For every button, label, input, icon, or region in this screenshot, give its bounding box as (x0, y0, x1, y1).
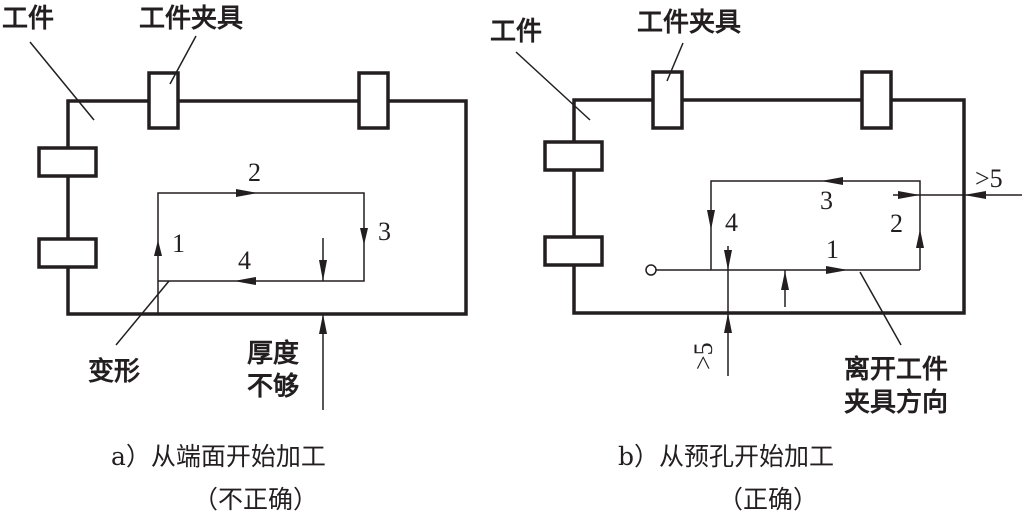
dim-right-arrow-out-b (964, 191, 986, 199)
dim-bottom-arrow-up-b (724, 313, 732, 333)
arrow-path1-b (826, 266, 848, 274)
fixture-left-lower-b (543, 235, 604, 267)
leader-deform-a (115, 280, 170, 346)
fixture-left-upper-b (543, 140, 604, 172)
path-number-2-a: 2 (248, 158, 261, 187)
leader-workpiece-b (515, 51, 591, 121)
label-thickness-line2: 不够 (247, 372, 299, 402)
label-direction-line2: 夹具方向 (844, 387, 948, 418)
label-thickness-line1: 厚度 (247, 338, 299, 369)
fixture-left-upper-a (37, 146, 98, 178)
tool-path-a (157, 192, 365, 314)
leader-fixture-b (666, 42, 684, 82)
label-fixture-b: 工件夹具 (637, 8, 741, 38)
arrow-path2-a (236, 189, 258, 197)
dim-right-arrow-in-b (898, 191, 920, 199)
leader-fixture-a (169, 35, 197, 85)
path-number-1-a: 1 (172, 229, 185, 258)
fixture-top-left-b (651, 70, 684, 130)
path-number-4-a: 4 (238, 246, 251, 275)
label-workpiece-a: 工件 (2, 4, 54, 34)
fixture-top-right-a (357, 71, 390, 130)
caption-a-line2: （不正确） (193, 485, 318, 514)
caption-b-line1: b）从预孔开始加工 (618, 442, 834, 471)
arrow-path4-a (234, 277, 256, 285)
thickness-arrow-up-a (319, 314, 327, 334)
offset-arrow-b (781, 271, 789, 290)
path-number-4-b: 4 (725, 208, 738, 237)
path-number-1-b: 1 (826, 235, 839, 264)
caption-b-line2: （正确） (718, 485, 818, 514)
fixture-top-left-a (147, 71, 180, 130)
dim-right-label: >5 (975, 164, 1003, 193)
arrow-path2-b (916, 229, 924, 248)
dim-bottom-label: >5 (689, 342, 718, 370)
dim-bottom-arrow-down-b (724, 250, 732, 270)
leader-direction-b (859, 271, 902, 346)
label-direction-line1: 离开工件 (844, 354, 948, 385)
label-deform: 变形 (88, 356, 140, 387)
path-number-3-a: 3 (378, 217, 391, 246)
figure-a: 工件 工件夹具 1 2 3 4 变形 厚度 不够 a）从端面开始加工 （不正确） (2, 4, 468, 514)
arrow-path3-a (360, 228, 368, 245)
workpiece-outline-b (572, 98, 966, 315)
thickness-arrow-down-a (319, 260, 327, 281)
arrow-path1-a (154, 240, 162, 256)
arrow-path3-b (821, 177, 843, 185)
label-fixture-a: 工件夹具 (139, 4, 243, 34)
pre-hole-icon (645, 264, 657, 276)
label-workpiece-b: 工件 (490, 17, 542, 47)
figure-b: 工件 工件夹具 1 2 3 4 >5 >5 离开工件 夹具方向 b）从预孔开始加… (490, 8, 1022, 514)
path-number-2-b: 2 (890, 209, 903, 238)
workpiece-outline-a (66, 99, 468, 316)
leader-workpiece-a (29, 41, 95, 121)
fixture-left-lower-a (37, 237, 98, 269)
path-number-3-b: 3 (820, 186, 833, 215)
arrow-path4-b (707, 210, 715, 230)
fixture-top-right-b (860, 70, 893, 130)
caption-a-line1: a）从端面开始加工 (111, 442, 326, 471)
